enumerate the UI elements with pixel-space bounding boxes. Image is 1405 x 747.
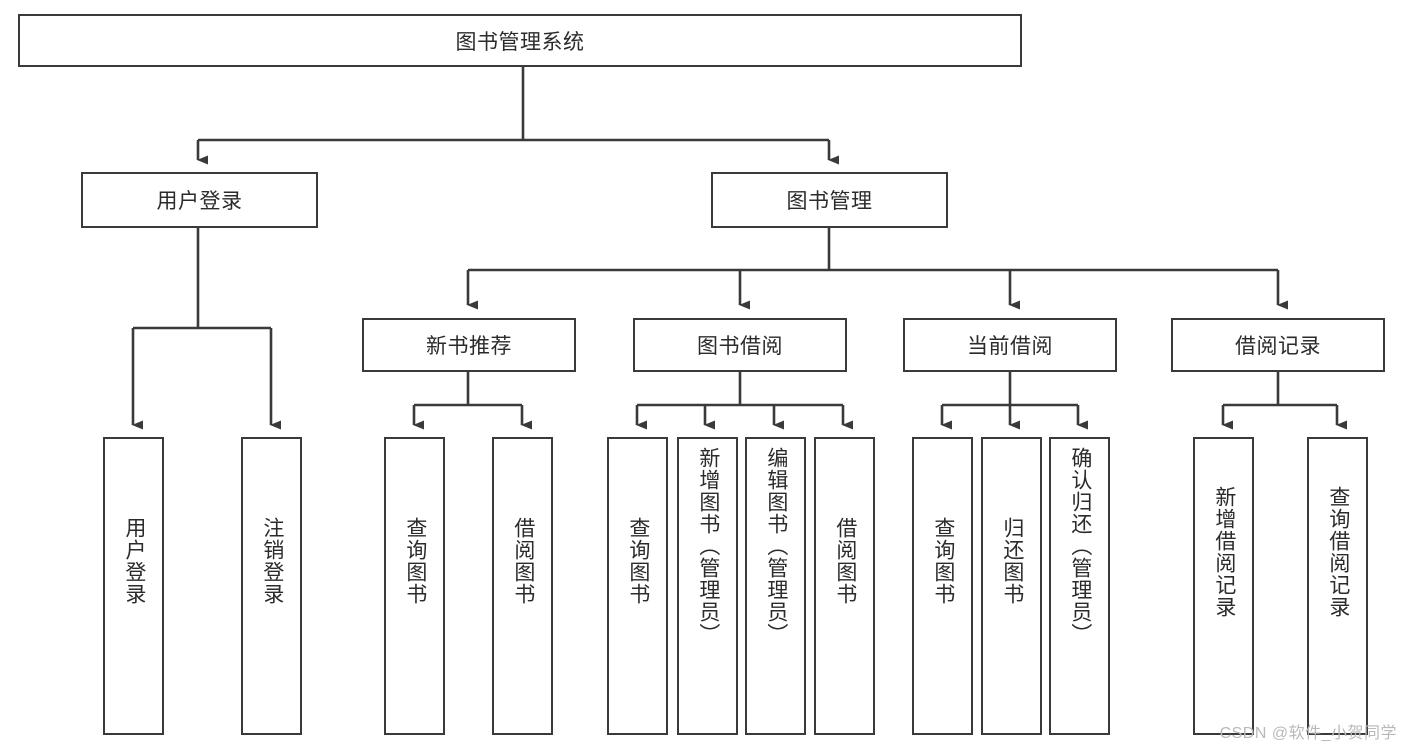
leaf-current-query-book[interactable]: 查询图书 — [912, 437, 973, 735]
leaf-user-login-signout[interactable]: 注销登录 — [241, 437, 302, 735]
node-book-borrow[interactable]: 图书借阅 — [633, 318, 847, 372]
leaf-label: 编辑图书（管理员） — [764, 447, 788, 645]
leaf-recommend-query-book[interactable]: 查询图书 — [384, 437, 445, 735]
node-label: 用户登录 — [156, 190, 243, 213]
node-borrow-record[interactable]: 借阅记录 — [1171, 318, 1385, 372]
leaf-label: 确认归还（管理员） — [1068, 447, 1092, 645]
leaf-recommend-borrow-book[interactable]: 借阅图书 — [492, 437, 553, 735]
node-label: 当前借阅 — [967, 335, 1053, 358]
node-root-system[interactable]: 图书管理系统 — [18, 14, 1022, 67]
leaf-borrow-borrow-book[interactable]: 借阅图书 — [814, 437, 875, 735]
leaf-borrow-add-book-admin[interactable]: 新增图书（管理员） — [677, 437, 738, 735]
watermark: CSDN @软件_小贺同学 — [1219, 725, 1397, 742]
leaf-user-login-signin[interactable]: 用户登录 — [103, 437, 164, 735]
leaf-label: 借阅图书 — [511, 517, 535, 605]
leaf-label: 查询图书 — [626, 517, 650, 605]
node-label: 图书管理 — [786, 190, 873, 213]
leaf-label: 新增借阅记录 — [1212, 486, 1236, 618]
leaf-label: 归还图书 — [1000, 517, 1024, 605]
leaf-borrow-query-book[interactable]: 查询图书 — [607, 437, 668, 735]
leaf-record-add-record[interactable]: 新增借阅记录 — [1193, 437, 1254, 735]
node-label: 图书借阅 — [697, 335, 783, 358]
leaf-label: 用户登录 — [122, 517, 146, 605]
node-book-management[interactable]: 图书管理 — [711, 172, 948, 228]
node-label: 图书管理系统 — [455, 30, 585, 54]
leaf-label: 查询图书 — [403, 517, 427, 605]
leaf-current-return-book[interactable]: 归还图书 — [981, 437, 1042, 735]
leaf-label: 查询图书 — [931, 517, 955, 605]
leaf-record-query-record[interactable]: 查询借阅记录 — [1307, 437, 1368, 735]
node-new-book-recommend[interactable]: 新书推荐 — [362, 318, 576, 372]
leaf-label: 注销登录 — [260, 517, 284, 605]
node-label: 新书推荐 — [426, 335, 512, 358]
node-label: 借阅记录 — [1235, 335, 1321, 358]
node-current-borrow[interactable]: 当前借阅 — [903, 318, 1117, 372]
leaf-label: 新增图书（管理员） — [696, 447, 720, 645]
leaf-current-confirm-return-admin[interactable]: 确认归还（管理员） — [1049, 437, 1110, 735]
leaf-label: 借阅图书 — [833, 517, 857, 605]
leaf-label: 查询借阅记录 — [1326, 486, 1350, 618]
node-user-login[interactable]: 用户登录 — [81, 172, 318, 228]
leaf-borrow-edit-book-admin[interactable]: 编辑图书（管理员） — [745, 437, 806, 735]
